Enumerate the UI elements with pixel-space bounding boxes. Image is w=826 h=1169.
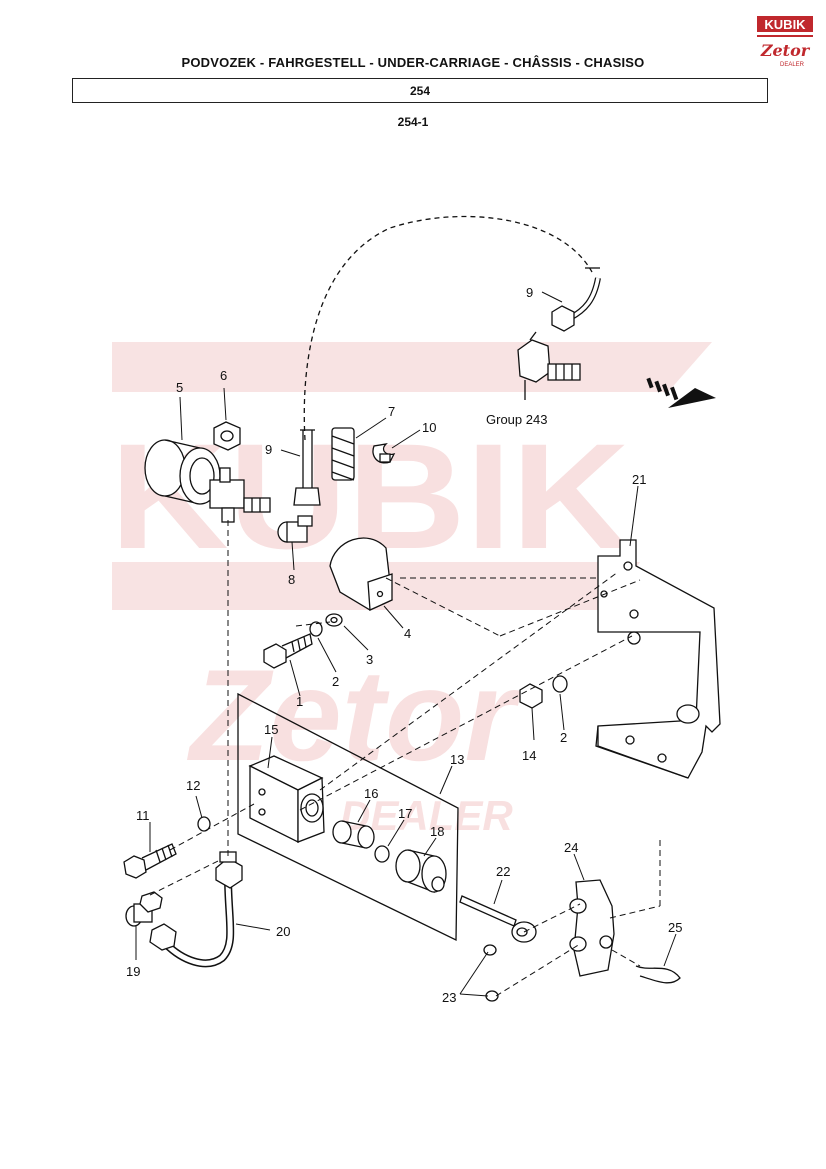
banjo-bolt-part-11 [123, 843, 177, 879]
section-number: 254 [409, 83, 431, 98]
callout-9-right: 9 [526, 285, 533, 300]
piston-part-18 [395, 849, 447, 893]
section-number-box: 254 [72, 78, 768, 103]
callout-11: 11 [136, 808, 150, 823]
snap-ring-part-23-a [483, 944, 497, 956]
watermark-band-top [112, 342, 712, 392]
upper-pipe-nut [551, 305, 575, 332]
callout-9-left: 9 [265, 442, 272, 457]
callout-labels: 5 6 9 7 10 9 Group 243 8 21 4 3 2 1 14 2… [126, 285, 682, 1005]
kubik-zetor-logo: KUBIK Zetor DEALER [757, 16, 813, 68]
callout-2-left: 2 [332, 674, 339, 689]
group-243-fitting [517, 331, 581, 400]
rod-part-22 [459, 895, 537, 943]
callout-8: 8 [288, 572, 295, 587]
pipe-part-9-left [293, 429, 321, 506]
page-title: PODVOZEK - FAHRGESTELL - UNDER-CARRIAGE … [181, 55, 645, 70]
callout-14: 14 [522, 748, 536, 763]
callout-10: 10 [422, 420, 436, 435]
elbow-part-8 [277, 515, 313, 543]
lever-part-24 [569, 879, 615, 977]
lock-washer-part-2-right [552, 675, 568, 693]
elbow-part-19 [125, 891, 163, 927]
callout-group-243: Group 243 [486, 412, 547, 427]
logo-top-bar [757, 16, 813, 32]
bracket-clamp-part-4 [329, 537, 393, 611]
callout-20: 20 [276, 924, 290, 939]
spring-pin-part-25 [635, 965, 681, 984]
callout-7: 7 [388, 404, 395, 419]
callout-24: 24 [564, 840, 578, 855]
callout-1: 1 [296, 694, 303, 709]
callout-19: 19 [126, 964, 140, 979]
bolt-part-1 [263, 633, 313, 669]
logo-divider [757, 35, 813, 37]
nut-part-6 [213, 421, 241, 451]
assembly-frame-part-13 [237, 692, 459, 942]
callout-4: 4 [404, 626, 411, 641]
logo-sub-brand: Zetor [760, 41, 811, 60]
callout-16: 16 [364, 786, 378, 801]
callout-5: 5 [176, 380, 183, 395]
callout-12: 12 [186, 778, 200, 793]
spring-sleeve-part-7 [331, 427, 355, 481]
callout-13: 13 [450, 752, 464, 767]
watermark-script-text: Zetor [186, 642, 521, 788]
mounting-plate-part-21 [595, 539, 721, 779]
logo-brand: KUBIK [764, 17, 806, 32]
callout-2-right: 2 [560, 730, 567, 745]
seal-ring-part-12 [197, 816, 211, 832]
pipe-route-dashed [303, 215, 593, 441]
valve-cylinder-part-5 [144, 439, 271, 523]
pipe-part-20 [149, 851, 243, 968]
valve-block-part-15 [248, 755, 325, 844]
direction-arrow [646, 377, 716, 408]
logo-tag: DEALER [780, 62, 805, 68]
callout-leaders [135, 291, 677, 997]
clip-part-10 [372, 443, 396, 464]
assembly-guide-lines [149, 520, 661, 997]
callout-15: 15 [264, 722, 278, 737]
callout-18: 18 [430, 824, 444, 839]
nut-part-14 [519, 683, 543, 709]
callout-17: 17 [398, 806, 412, 821]
callout-6: 6 [220, 368, 227, 383]
fitting-part-16 [332, 820, 375, 849]
callout-3: 3 [366, 652, 373, 667]
callout-23: 23 [442, 990, 456, 1005]
subsection-number: 254-1 [397, 115, 429, 129]
washer-part-3 [325, 613, 343, 627]
seal-ring-part-17 [374, 845, 390, 863]
callout-25: 25 [668, 920, 682, 935]
lock-washer-part-2 [309, 621, 323, 637]
line-art [123, 215, 721, 1002]
callout-22: 22 [496, 864, 510, 879]
callout-21: 21 [632, 472, 646, 487]
